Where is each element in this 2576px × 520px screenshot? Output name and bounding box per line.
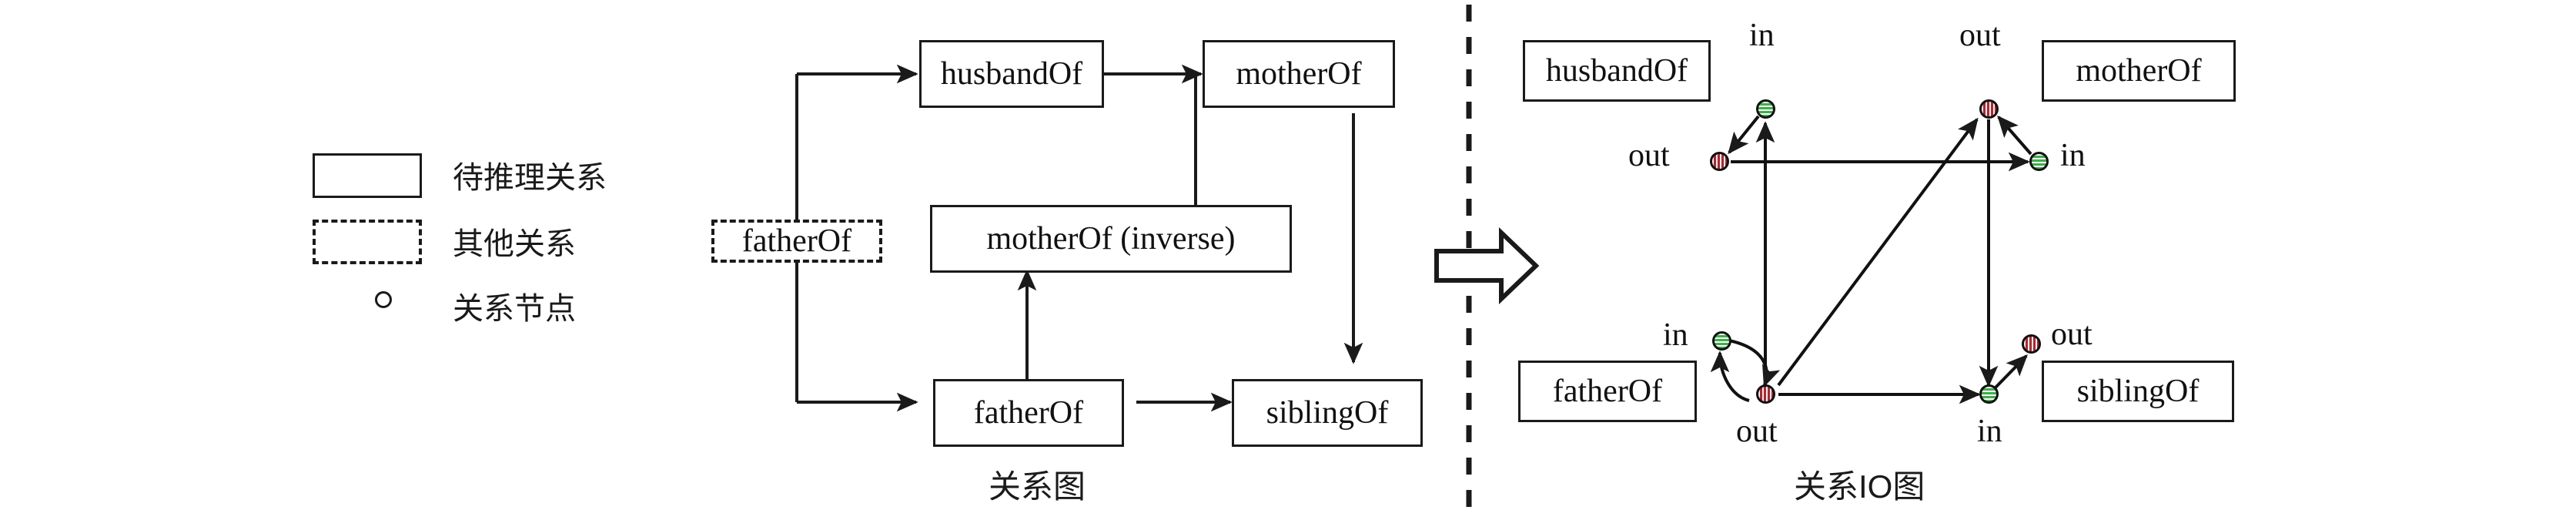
relation-box-label: husbandOf: [940, 56, 1083, 92]
caption-relation-io-graph: 关系IO图: [1794, 468, 1925, 505]
legend-swatch-dashed: [313, 220, 422, 264]
io-port-husbandof-in[interactable]: [1756, 99, 1775, 119]
io-port-siblingof-in[interactable]: [1979, 384, 1999, 404]
relation-box-label: motherOf (inverse): [986, 221, 1236, 257]
io-port-label-fatherof-in: in: [1663, 317, 1688, 353]
io-port-label-siblingof-out: out: [2051, 317, 2093, 352]
relation-box-motherof[interactable]: motherOf: [1203, 40, 1395, 108]
legend-swatch-solid: [313, 153, 422, 198]
relation-box-label: siblingOf: [1266, 395, 1389, 431]
caption-relation-graph: 关系图: [989, 468, 1086, 505]
transform-arrow: [1434, 226, 1540, 305]
relation-box-fatherof[interactable]: fatherOf: [933, 379, 1124, 447]
relation-box-fatherof-source[interactable]: fatherOf: [711, 220, 882, 263]
io-port-label-husbandof-in: in: [1749, 18, 1775, 53]
relation-box-husbandof[interactable]: husbandOf: [919, 40, 1104, 108]
relation-box-siblingof[interactable]: siblingOf: [1232, 379, 1423, 447]
io-port-fatherof-in[interactable]: [1712, 331, 1731, 351]
io-box-motherof[interactable]: motherOf: [2042, 40, 2236, 102]
io-box-fatherof[interactable]: fatherOf: [1518, 361, 1697, 422]
io-port-label-siblingof-in: in: [1977, 414, 2002, 449]
io-box-siblingof[interactable]: siblingOf: [2042, 361, 2234, 422]
io-box-label: siblingOf: [2076, 374, 2200, 409]
io-port-label-motherof-in: in: [2060, 138, 2086, 173]
io-port-label-motherof-out: out: [1959, 18, 2001, 53]
io-port-husbandof-out[interactable]: [1710, 152, 1729, 171]
legend-label-solid: 待推理关系: [453, 161, 607, 195]
legend-relation-node-icon: [375, 291, 392, 308]
io-box-husbandof[interactable]: husbandOf: [1523, 40, 1711, 102]
io-port-label-fatherof-out: out: [1736, 414, 1778, 449]
relation-box-label: fatherOf: [741, 223, 852, 259]
io-port-motherof-out[interactable]: [1979, 99, 1999, 119]
io-port-motherof-in[interactable]: [2029, 152, 2049, 171]
io-port-label-husbandof-out: out: [1628, 138, 1670, 173]
relation-box-motherof-inverse[interactable]: motherOf (inverse): [930, 205, 1292, 273]
io-port-siblingof-out[interactable]: [2022, 334, 2041, 354]
legend-label-dashed: 其他关系: [453, 227, 576, 261]
relation-box-label: fatherOf: [973, 395, 1084, 431]
relation-box-label: motherOf: [1236, 56, 1362, 92]
io-box-label: fatherOf: [1552, 374, 1663, 409]
legend-label-node: 关系节点: [453, 292, 576, 326]
io-box-label: husbandOf: [1545, 53, 1688, 89]
io-port-fatherof-out[interactable]: [1756, 384, 1775, 404]
io-box-label: motherOf: [2076, 53, 2202, 89]
